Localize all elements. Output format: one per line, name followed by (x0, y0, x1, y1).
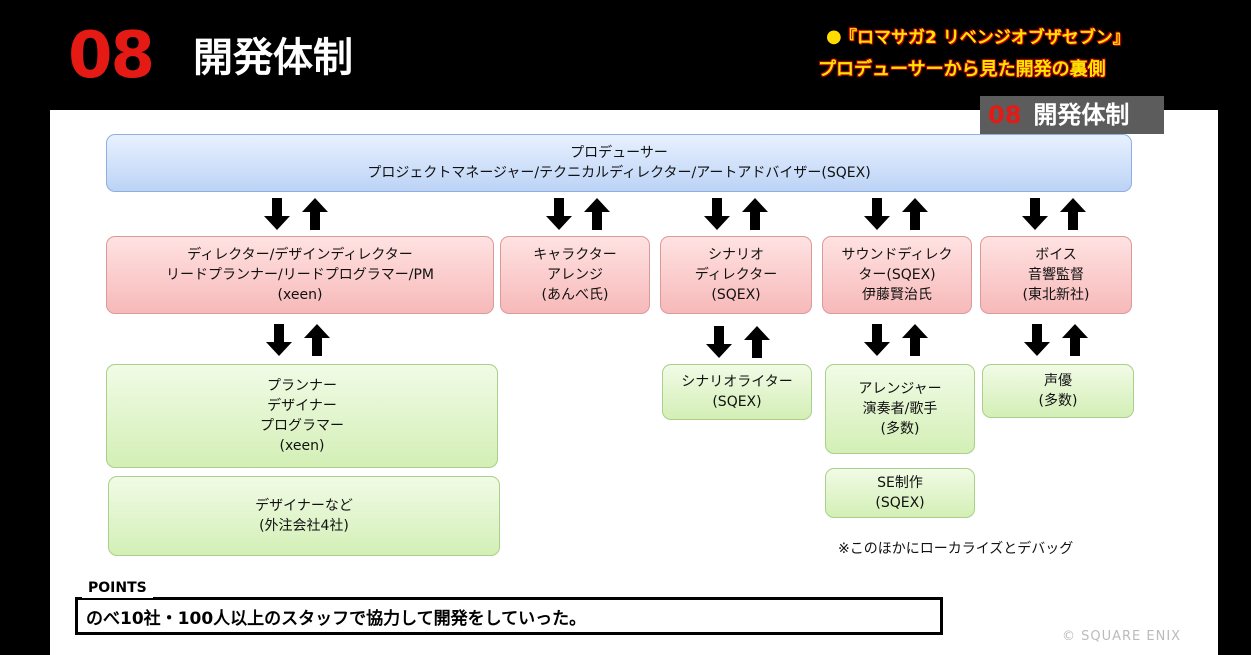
scenario-director-box: シナリオ ディレクター (SQEX) (660, 236, 812, 314)
section-badge: 08 開発体制 (980, 96, 1164, 134)
updown-arrow-icon (704, 198, 768, 230)
updown-arrow-icon (266, 324, 330, 356)
sound-director-box: サウンドディレク ター(SQEX) 伊藤賢治氏 (822, 236, 972, 314)
character-arrange-box: キャラクター アレンジ (あんべ氏) (500, 236, 650, 314)
xeen-staff-box: プランナー デザイナー プログラマー (xeen) (106, 364, 498, 468)
points-text: のべ10社・100人以上のスタッフで協力して開発をしていった。 (86, 609, 587, 629)
badge-title: 開発体制 (1033, 101, 1130, 129)
logo-subtitle: プロデューサーから見た開発の裏側 (818, 59, 1106, 80)
lightbulb-icon: ● (826, 26, 842, 47)
voice-box: ボイス 音響監督 (東北新社) (980, 236, 1132, 314)
outsource-box: デザイナーなど (外注会社4社) (108, 476, 500, 556)
updown-arrow-icon (864, 198, 928, 230)
section-title: 開発体制 (193, 35, 353, 81)
logo-title-text: 『ロマサガ2 リベンジオブザセブン』 (840, 28, 1130, 48)
points-border (75, 597, 943, 635)
voice-actor-box: 声優 (多数) (982, 364, 1134, 418)
producer-box: プロデューサー プロジェクトマネージャー/テクニカルディレクター/アートアドバイ… (106, 134, 1132, 192)
footnote: ※このほかにローカライズとデバッグ (838, 541, 1074, 557)
points-frame (66, 588, 952, 644)
section-number: 08 (68, 19, 155, 93)
updown-arrow-icon (1022, 198, 1086, 230)
updown-arrow-icon (264, 198, 328, 230)
updown-arrow-icon (864, 324, 928, 356)
director-box: ディレクター/デザインディレクター リードプランナー/リードプログラマー/PM … (106, 236, 494, 314)
se-box: SE制作 (SQEX) (825, 468, 975, 518)
updown-arrow-icon (1024, 324, 1088, 356)
logo-title: 『ロマサガ2 リベンジオブザセブン』 (826, 24, 1166, 52)
points-label: POINTS (82, 578, 153, 598)
copyright: © SQUARE ENIX (1062, 629, 1182, 644)
arranger-box: アレンジャー 演奏者/歌手 (多数) (825, 364, 975, 454)
badge-number: 08 (988, 101, 1022, 129)
updown-arrow-icon (546, 198, 610, 230)
scenario-writer-box: シナリオライター (SQEX) (662, 364, 812, 420)
updown-arrow-icon (706, 326, 770, 358)
